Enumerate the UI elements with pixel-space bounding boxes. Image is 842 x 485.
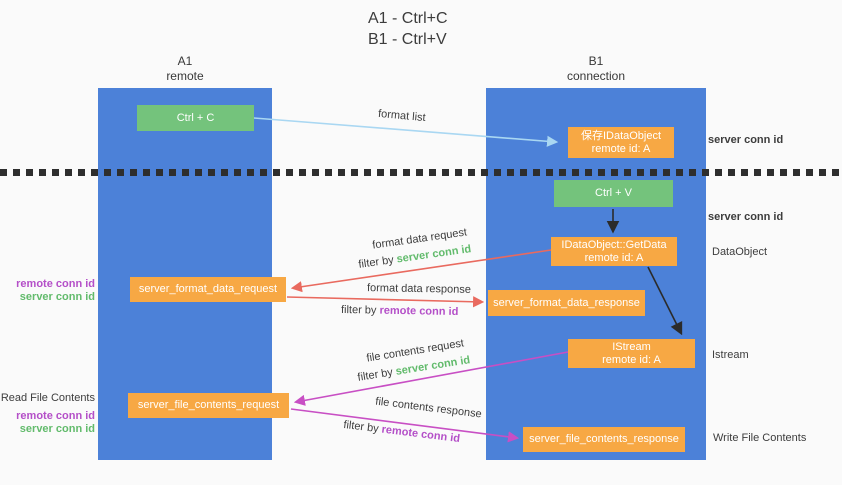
node-istream-line2: remote id: A bbox=[602, 353, 661, 366]
node-server-file-contents-request: server_file_contents_request bbox=[128, 393, 289, 418]
annotation-istream: Istream bbox=[712, 349, 749, 361]
annotation-left-conn-ids-2: remote conn id server conn id bbox=[0, 410, 95, 436]
node-getdata-line1: IDataObject::GetData bbox=[561, 238, 667, 251]
lane-header-a1: A1 remote bbox=[98, 54, 272, 84]
annotation-read-file-contents: Read File Contents bbox=[0, 392, 95, 404]
node-ctrl-c: Ctrl + C bbox=[137, 105, 254, 131]
filter-by-text-1: filter by bbox=[357, 253, 398, 271]
node-server-file-contents-response: server_file_contents_response bbox=[523, 427, 685, 452]
lane-b1-name: B1 bbox=[588, 54, 604, 68]
annotation-server-conn-id-1: server conn id bbox=[19, 291, 95, 303]
filter-by-text-4: filter by bbox=[342, 418, 383, 436]
edge-label-format-data-response: format data response bbox=[366, 282, 472, 296]
node-server-file-contents-request-label: server_file_contents_request bbox=[137, 399, 280, 411]
annotation-remote-conn-id-1: remote conn id bbox=[16, 278, 95, 290]
lane-header-b1: B1 connection bbox=[486, 54, 706, 84]
node-server-format-data-response-label: server_format_data_response bbox=[493, 296, 640, 309]
node-save-idataobject-line1: 保存IDataObject bbox=[580, 129, 662, 142]
node-save-idataobject: 保存IDataObject remote id: A bbox=[568, 127, 674, 158]
edge-label-filter-remote-conn-id-1: filter by remote conn id bbox=[341, 304, 459, 318]
node-istream-line1: IStream bbox=[612, 340, 651, 353]
edge-label-format-list: format list bbox=[377, 107, 427, 125]
node-server-file-contents-response-label: server_file_contents_response bbox=[529, 433, 679, 445]
filter-by-text-2: filter by bbox=[340, 303, 380, 317]
diagram-title: A1 - Ctrl+C B1 - Ctrl+V bbox=[368, 8, 448, 50]
lane-a1-role: remote bbox=[166, 69, 204, 83]
filter-by-text-3: filter by bbox=[356, 365, 397, 384]
arrow-format-data-response bbox=[286, 296, 485, 308]
annotation-server-conn-id-mid: server conn id bbox=[708, 211, 784, 223]
annotation-dataobject: DataObject bbox=[712, 246, 768, 258]
annotation-read-file-contents-wrap: Read File Contents bbox=[0, 392, 95, 405]
node-istream: IStream remote id: A bbox=[568, 339, 695, 368]
annotation-remote-conn-id-2: remote conn id bbox=[16, 410, 95, 422]
remote-conn-id-keyword-1: remote conn id bbox=[379, 304, 459, 319]
lane-a1-name: A1 bbox=[177, 54, 193, 68]
title-line-2: B1 - Ctrl+V bbox=[368, 31, 447, 48]
edge-label-filter-remote-conn-id-2: filter by remote conn id bbox=[343, 419, 461, 445]
node-ctrl-v: Ctrl + V bbox=[554, 180, 673, 207]
edge-label-file-contents-response: file contents response bbox=[374, 395, 483, 421]
node-save-idataobject-line2: remote id: A bbox=[591, 142, 651, 155]
node-server-format-data-request-label: server_format_data_request bbox=[138, 283, 278, 295]
remote-conn-id-keyword-2: remote conn id bbox=[380, 423, 461, 446]
node-ctrl-c-label: Ctrl + C bbox=[176, 111, 215, 124]
node-idataobject-getdata: IDataObject::GetData remote id: A bbox=[551, 237, 677, 266]
lane-b1-role: connection bbox=[566, 69, 626, 83]
node-server-format-data-response: server_format_data_response bbox=[488, 290, 645, 316]
annotation-server-conn-id-2: server conn id bbox=[19, 423, 95, 435]
dotted-divider-line bbox=[0, 169, 842, 176]
annotation-server-conn-id-top: server conn id bbox=[708, 134, 784, 146]
title-line-1: A1 - Ctrl+C bbox=[368, 10, 448, 27]
annotation-write-file-contents: Write File Contents bbox=[713, 432, 807, 444]
node-getdata-line2: remote id: A bbox=[584, 251, 644, 264]
node-server-format-data-request: server_format_data_request bbox=[130, 277, 286, 302]
node-ctrl-v-label: Ctrl + V bbox=[595, 187, 632, 199]
annotation-left-conn-ids-1: remote conn id server conn id bbox=[0, 278, 95, 304]
